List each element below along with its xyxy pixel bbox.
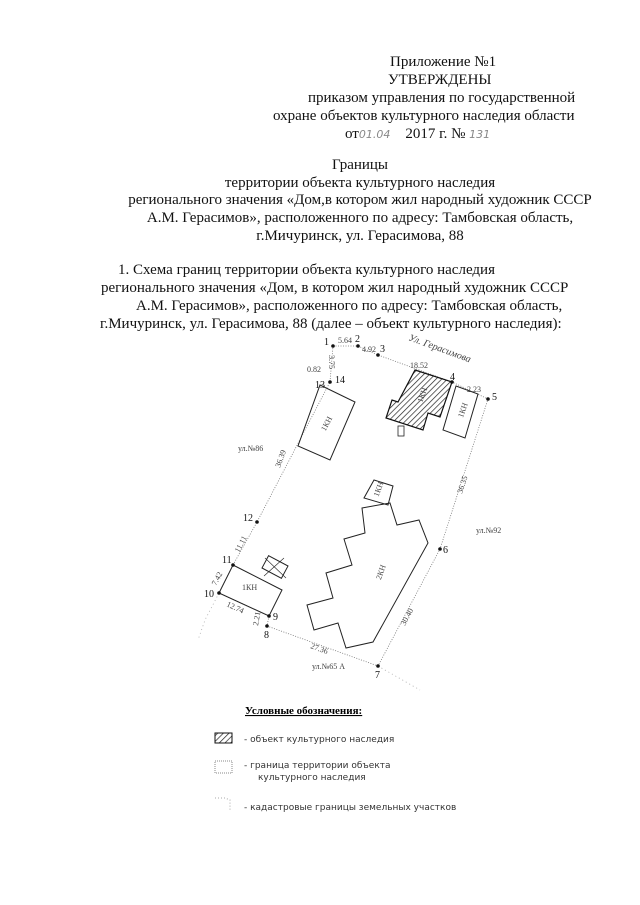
measure-label: 3.75 [327, 355, 336, 369]
point-label: 3 [380, 344, 385, 355]
measure-label: 4.92 [362, 345, 376, 354]
point-label: 10 [204, 589, 214, 600]
from-label: от [345, 126, 359, 142]
point-label: 9 [273, 612, 278, 623]
title-line: Границы [331, 157, 389, 173]
measure-label: 12.74 [225, 600, 245, 616]
measure-label: 0.82 [307, 365, 321, 374]
legend-cadastral-symbol [215, 797, 231, 810]
title-line: регионального значения «Дом,в котором жи… [128, 192, 592, 208]
legend-item-label: - объект культурного наследия [244, 735, 394, 745]
cadastral-boundary [377, 665, 421, 691]
point-label: 2 [355, 334, 360, 345]
title-line: территории объекта культурного наследия [224, 175, 496, 191]
measure-label: 30.40 [399, 607, 415, 627]
section-line: г.Мичуринск, ул. Герасимова, 88 (далее –… [100, 316, 562, 332]
point-label: 13 [315, 380, 325, 391]
legend-title: Условные обозначения: [245, 705, 362, 717]
order-line: охране объектов культурного наследия обл… [273, 108, 575, 124]
order-line: приказом управления по государственной [308, 90, 576, 106]
large-building [306, 502, 429, 649]
point-label: 8 [264, 630, 269, 641]
section-line: А.М. Герасимов», расположенного по адрес… [136, 298, 563, 314]
approved-label: УТВЕРЖДЕНЫ [388, 72, 492, 88]
measure-label: 5.64 [338, 336, 352, 345]
point-label: 11 [222, 555, 232, 566]
neighbor-label: ул.№86 [238, 444, 263, 453]
neighbor-label: ул.№92 [476, 526, 501, 535]
legend-item-label: культурного наследия [258, 773, 366, 783]
handwritten-number: 131 [469, 128, 491, 141]
measure-label: 27.36 [309, 641, 329, 656]
section-line: 1. Схема границ территории объекта культ… [118, 262, 495, 278]
legend-item-label: - граница территории объекта [244, 761, 391, 771]
point-label: 6 [443, 545, 448, 556]
measure-label: 18.52 [410, 361, 428, 370]
title-line: А.М. Герасимов», расположенного по адрес… [146, 210, 574, 226]
legend-boundary-symbol [214, 760, 233, 774]
measure-label: 36.39 [273, 449, 288, 469]
point-label: 4 [450, 372, 455, 383]
building-label: 1КН [319, 415, 334, 433]
measure-label: 2.23 [467, 385, 481, 394]
outbuilding [297, 384, 356, 461]
hatched-structure [261, 554, 289, 580]
year-label: 2017 г. № [405, 126, 466, 142]
appendix-label: Приложение №1 [390, 54, 497, 70]
point-label: 12 [243, 513, 253, 524]
point-label: 14 [335, 375, 345, 386]
neighbor-label: ул.№65 А [312, 662, 345, 671]
handwritten-date: 01.04 [358, 128, 391, 141]
measure-label: 36.35 [455, 475, 469, 495]
building-label: 2КН [374, 563, 388, 580]
legend-hatch-symbol [214, 732, 233, 744]
territory-boundary [218, 345, 489, 667]
section-line: регионального значения «Дом, в котором ж… [101, 280, 569, 296]
measure-label: 11.11 [233, 534, 249, 554]
heritage-building [385, 369, 453, 431]
point-label: 5 [492, 392, 497, 403]
outbuilding [363, 479, 394, 506]
measure-label: 2.21 [251, 611, 262, 626]
point-label: 1 [324, 337, 329, 348]
measure-label: 7.42 [210, 570, 225, 587]
cadastral-boundary [197, 592, 220, 641]
building-label: 1КН [242, 583, 257, 592]
building-label: 1КН [372, 480, 386, 497]
title-line: г.Мичуринск, ул. Герасимова, 88 [256, 228, 464, 244]
building-label: 1КН [456, 401, 470, 418]
outbuilding [442, 385, 479, 439]
legend-item-label: - кадастровые границы земельных участков [244, 803, 456, 813]
outbuilding [397, 425, 405, 437]
point-label: 7 [375, 670, 380, 681]
order-date-line: от01.04 2017 г. № 131 [345, 126, 490, 143]
